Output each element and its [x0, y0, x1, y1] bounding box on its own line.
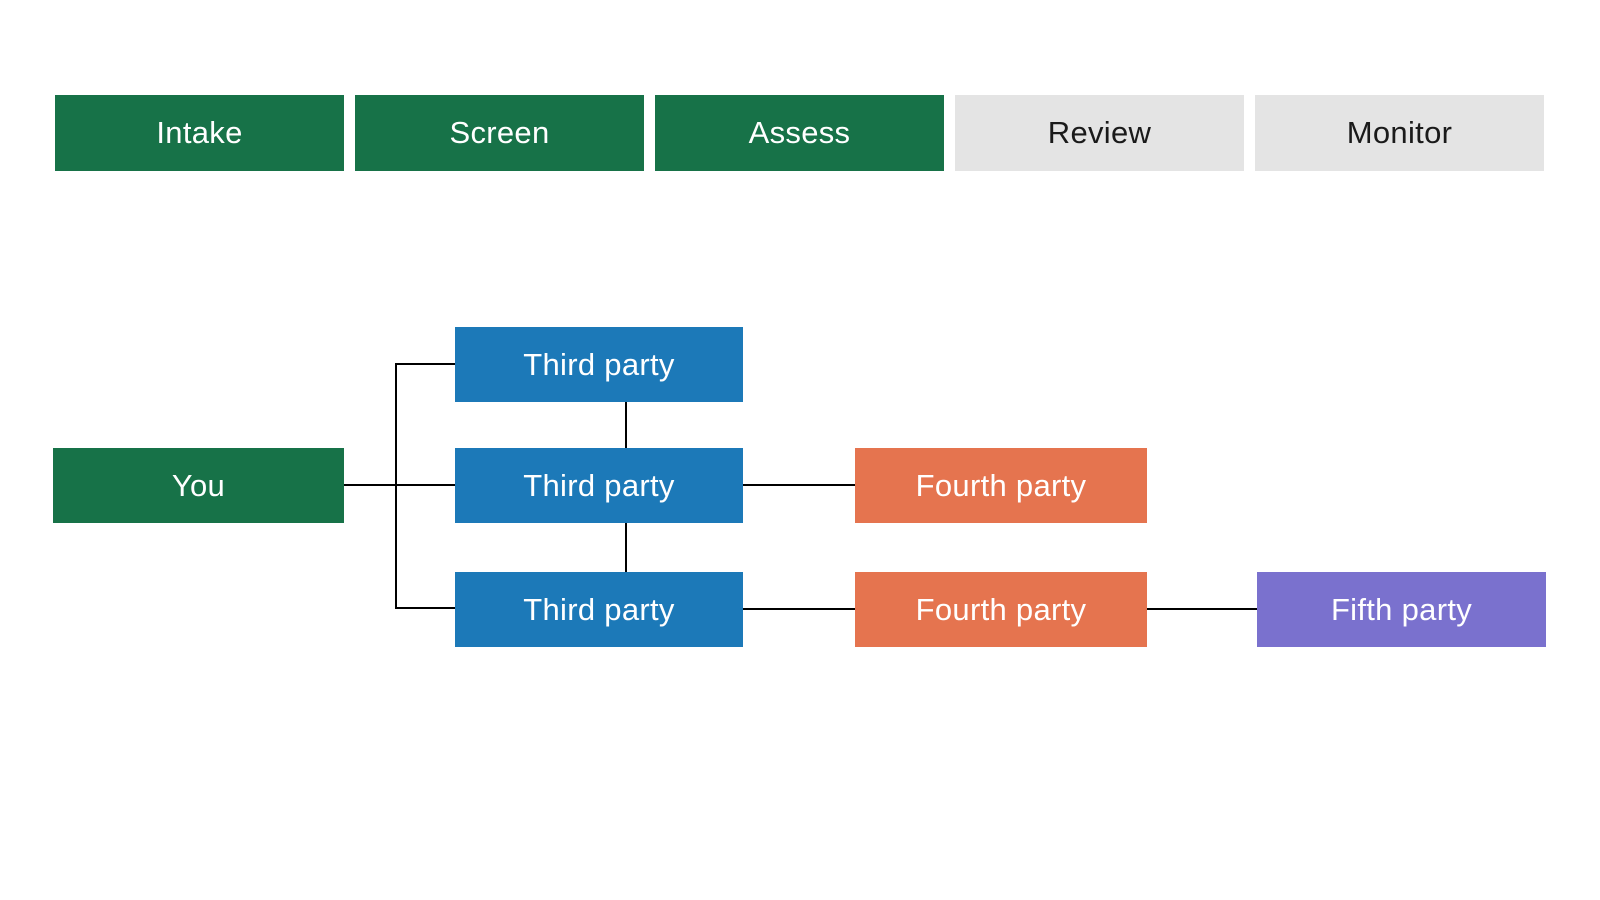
node-third-party-1-label: Third party — [523, 346, 675, 382]
node-third-party-2[interactable]: Third party — [455, 448, 743, 523]
stage-assess[interactable]: Assess — [655, 95, 944, 171]
node-third-party-2-label: Third party — [523, 467, 675, 503]
node-fifth-party-1[interactable]: Fifth party — [1257, 572, 1546, 647]
stage-screen-label: Screen — [449, 115, 550, 150]
connector-spine-to-third-party-1 — [396, 363, 455, 365]
stage-review[interactable]: Review — [955, 95, 1244, 171]
connector-spine-vertical — [395, 363, 397, 609]
node-you[interactable]: You — [53, 448, 344, 523]
stage-bar: Intake Screen Assess Review Monitor — [55, 95, 1544, 171]
connector-you-to-spine — [343, 484, 455, 486]
node-third-party-3-label: Third party — [523, 591, 675, 627]
connector-third-2-to-fourth-1 — [743, 484, 855, 486]
stage-intake-label: Intake — [156, 115, 243, 150]
stage-monitor[interactable]: Monitor — [1255, 95, 1544, 171]
node-third-party-3[interactable]: Third party — [455, 572, 743, 647]
stage-assess-label: Assess — [748, 115, 851, 150]
node-third-party-1[interactable]: Third party — [455, 327, 743, 402]
node-fifth-party-1-label: Fifth party — [1330, 591, 1473, 627]
connector-third-party-1-to-2 — [625, 402, 627, 448]
connector-third-3-to-fourth-2 — [743, 608, 855, 610]
stage-intake[interactable]: Intake — [55, 95, 344, 171]
connector-spine-to-third-party-3 — [396, 607, 455, 609]
node-fourth-party-2[interactable]: Fourth party — [855, 572, 1147, 647]
node-fourth-party-2-label: Fourth party — [915, 591, 1087, 627]
connector-fourth-2-to-fifth-1 — [1147, 608, 1257, 610]
connector-third-party-2-to-3 — [625, 523, 627, 572]
stage-screen[interactable]: Screen — [355, 95, 644, 171]
stage-monitor-label: Monitor — [1346, 115, 1453, 150]
node-fourth-party-1-label: Fourth party — [915, 467, 1087, 503]
node-you-label: You — [171, 467, 226, 503]
node-fourth-party-1[interactable]: Fourth party — [855, 448, 1147, 523]
stage-review-label: Review — [1047, 115, 1152, 150]
